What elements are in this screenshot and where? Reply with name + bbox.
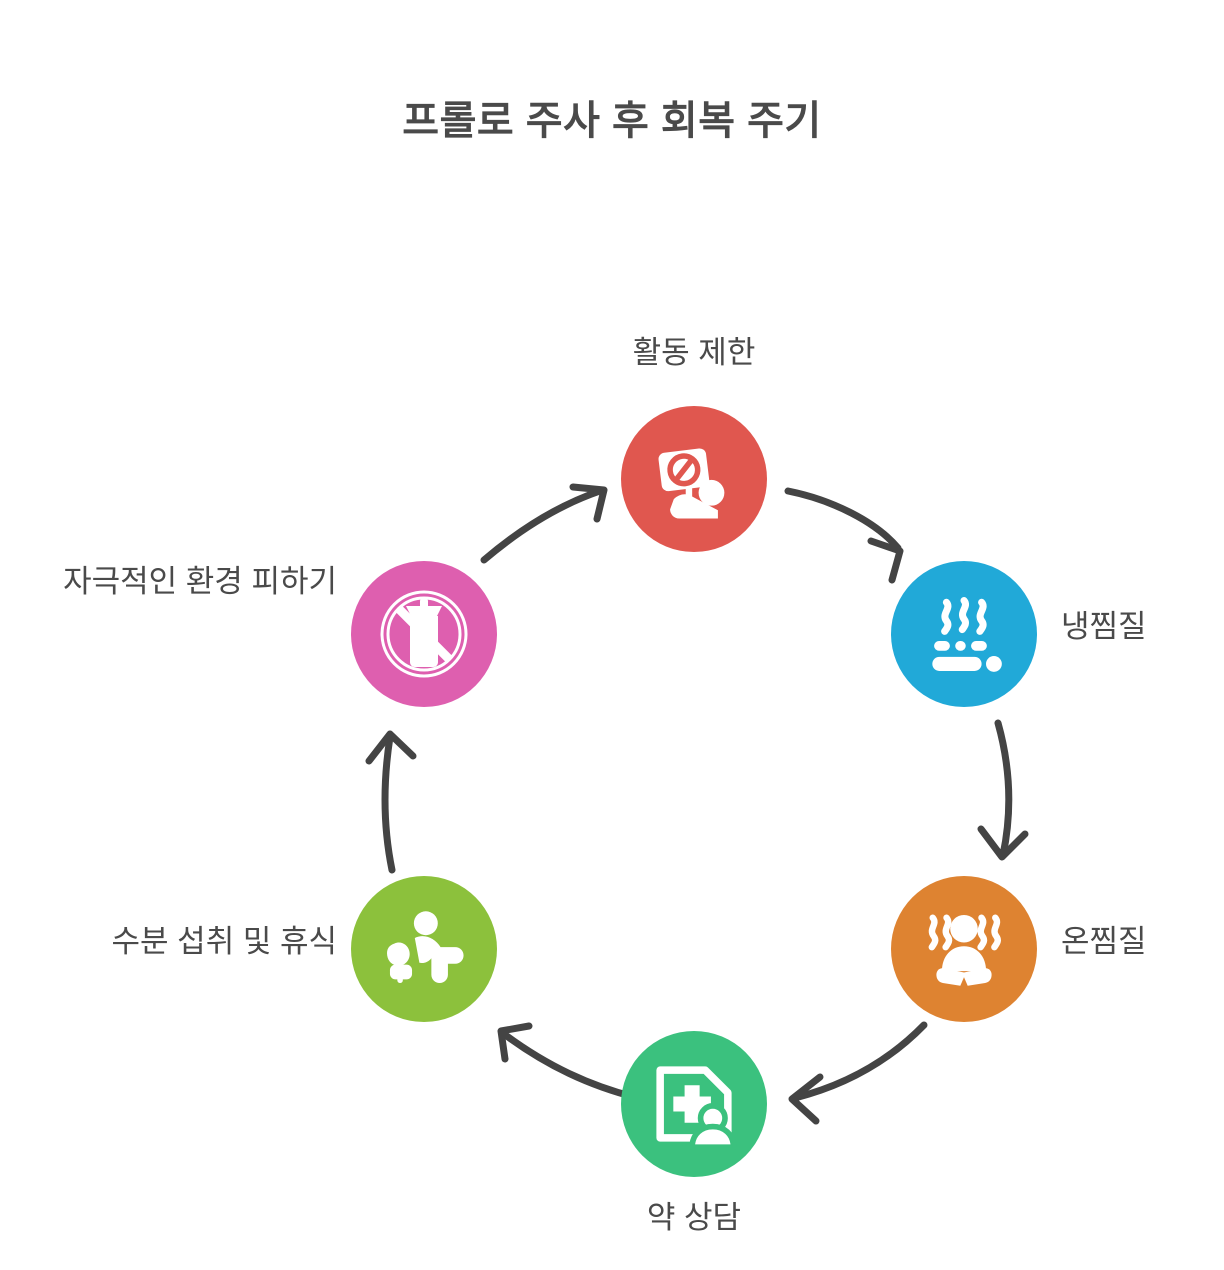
node-label-hydration-and-rest: 수분 섭취 및 휴식 <box>111 924 337 959</box>
no-activity-sign-icon <box>658 448 725 519</box>
arrow-activity-to-cold <box>784 487 904 584</box>
resting-person-icon <box>387 911 464 984</box>
medical-document-person-icon <box>656 1066 737 1151</box>
no-alcohol-icon <box>380 590 468 678</box>
node-label-activity-restriction: 활동 제한 <box>632 335 756 370</box>
arrow-warm-to-medication <box>788 1021 928 1125</box>
node-label-medication-consultation: 약 상담 <box>646 1200 742 1235</box>
node-cold-compress[interactable] <box>891 561 1037 707</box>
warm-person-icon <box>928 914 1001 986</box>
arrow-rest-to-avoid <box>365 730 417 874</box>
node-label-avoid-irritants: 자극적인 환경 피하기 <box>63 564 337 599</box>
node-activity-restriction[interactable] <box>621 406 767 552</box>
node-label-cold-compress: 냉찜질 <box>1061 609 1147 644</box>
node-hydration-and-rest[interactable] <box>351 876 497 1022</box>
node-label-warm-compress: 온찜질 <box>1061 924 1147 959</box>
cold-steam-icon <box>932 597 1002 672</box>
arrow-cold-to-warm <box>977 719 1029 861</box>
arrow-medication-to-rest <box>497 1022 642 1102</box>
node-avoid-irritants[interactable] <box>351 561 497 707</box>
page-title: 프롤로 주사 후 회복 주기 <box>402 99 822 143</box>
arrow-avoid-to-activity <box>480 483 608 564</box>
node-medication-consultation[interactable] <box>621 1031 767 1177</box>
node-warm-compress[interactable] <box>891 876 1037 1022</box>
